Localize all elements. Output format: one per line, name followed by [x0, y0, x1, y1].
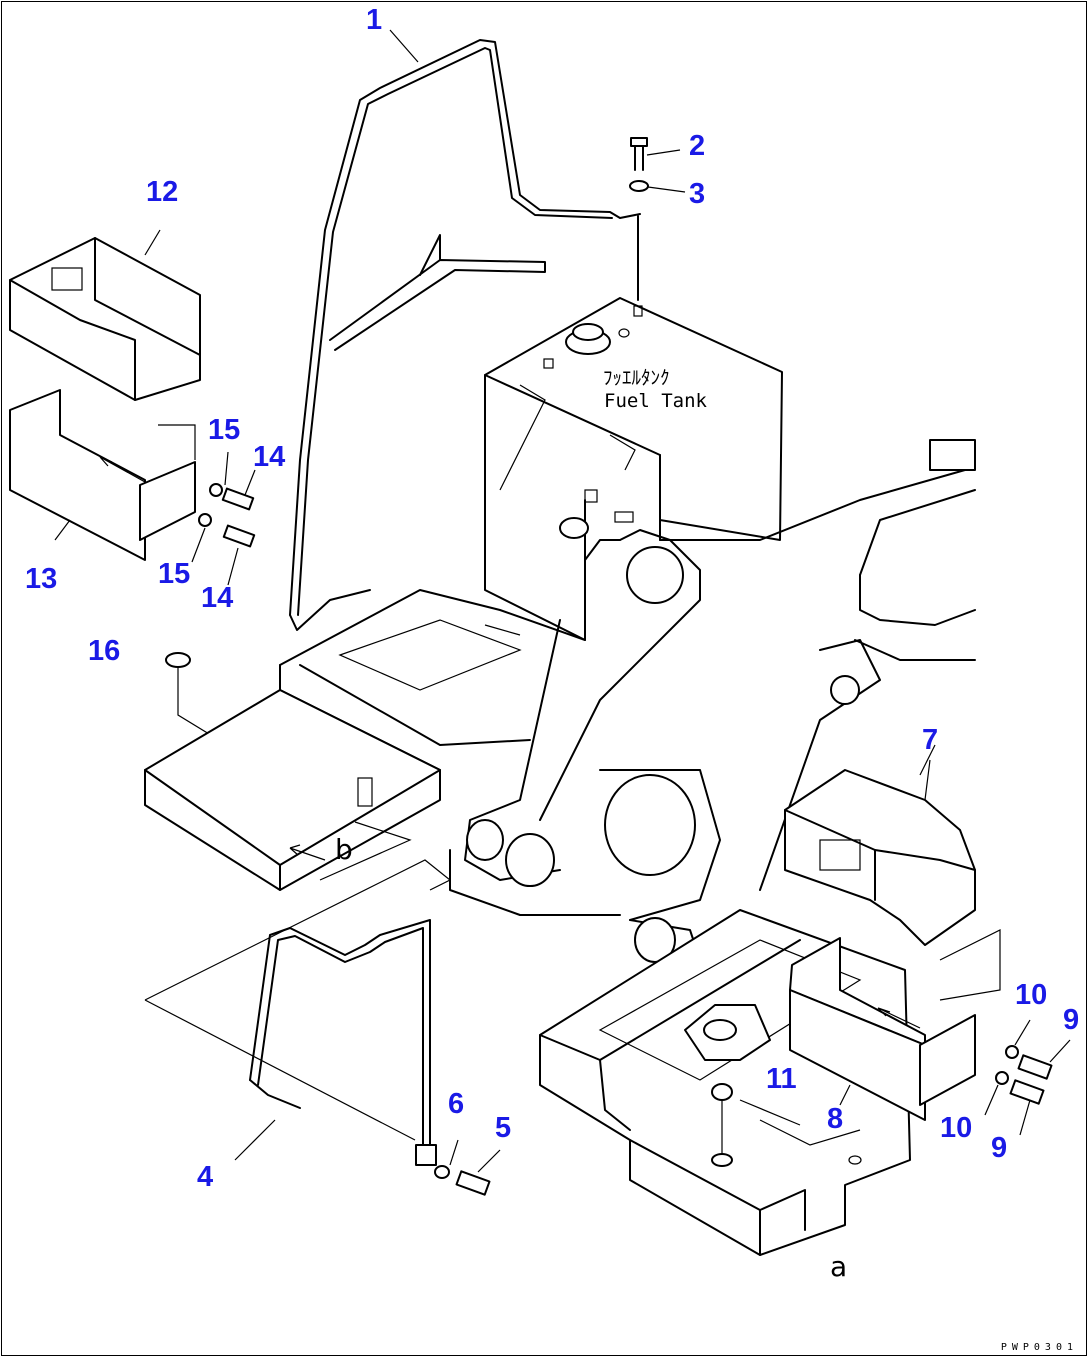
washer-part-10-upper: [1005, 1045, 1019, 1059]
callout-6: 6: [448, 1088, 465, 1120]
washer-part-15-lower: [198, 513, 212, 527]
callout-15-upper: 15: [208, 414, 241, 446]
toolbox-cover: [144, 689, 441, 891]
bracket-part-8: [789, 937, 976, 1121]
bolt-part-14-upper: [221, 487, 255, 511]
callout-10-lower: 10: [940, 1112, 973, 1144]
callout-11: 11: [766, 1063, 797, 1095]
bolt-part-5: [455, 1149, 501, 1196]
callout-3: 3: [689, 178, 706, 210]
reference-letter-a: a: [830, 1250, 848, 1283]
revolving-frame: [279, 439, 976, 963]
callout-9-upper: 9: [1063, 1004, 1080, 1036]
callout-8: 8: [827, 1103, 844, 1135]
washer-part-3: [629, 180, 686, 193]
callout-10-upper: 10: [1015, 979, 1048, 1011]
handrail-part-1: [289, 39, 641, 631]
washer-part-10-lower: [995, 1071, 1009, 1085]
reference-letter-b: b: [335, 833, 353, 866]
fuel-tank: [484, 297, 783, 641]
bolt-part-9-upper: [1017, 1054, 1053, 1080]
cover-part-12: [9, 229, 201, 401]
callout-5: 5: [495, 1112, 512, 1144]
callout-14-lower: 14: [201, 582, 234, 614]
bolt-part-2: [630, 137, 681, 171]
bolt-part-14-lower: [222, 524, 256, 548]
washer-part-15-upper: [209, 483, 223, 497]
callout-12: 12: [146, 176, 179, 208]
callout-14-upper: 14: [253, 441, 286, 473]
callout-16: 16: [88, 635, 121, 667]
callout-7: 7: [922, 724, 939, 756]
callout-9-lower: 9: [991, 1132, 1008, 1164]
fuel-tank-label-en: Fuel Tank: [604, 390, 707, 412]
fuel-tank-label-jp: ﾌｯｴﾙﾀﾝｸ: [603, 367, 670, 389]
handrail-part-4: [144, 859, 452, 1166]
callout-4: 4: [197, 1161, 214, 1193]
cover-part-7: [784, 744, 976, 946]
bolt-part-9-lower: [1009, 1079, 1045, 1105]
bracket-part-13: [9, 389, 196, 561]
clamp-part-11: [711, 1083, 801, 1167]
washer-part-6: [434, 1139, 459, 1179]
drawing-code: PWP0301: [1000, 1342, 1078, 1353]
callout-1: 1: [366, 4, 383, 36]
callout-15-lower: 15: [158, 558, 191, 590]
callout-2: 2: [689, 130, 706, 162]
callout-13: 13: [25, 563, 58, 595]
